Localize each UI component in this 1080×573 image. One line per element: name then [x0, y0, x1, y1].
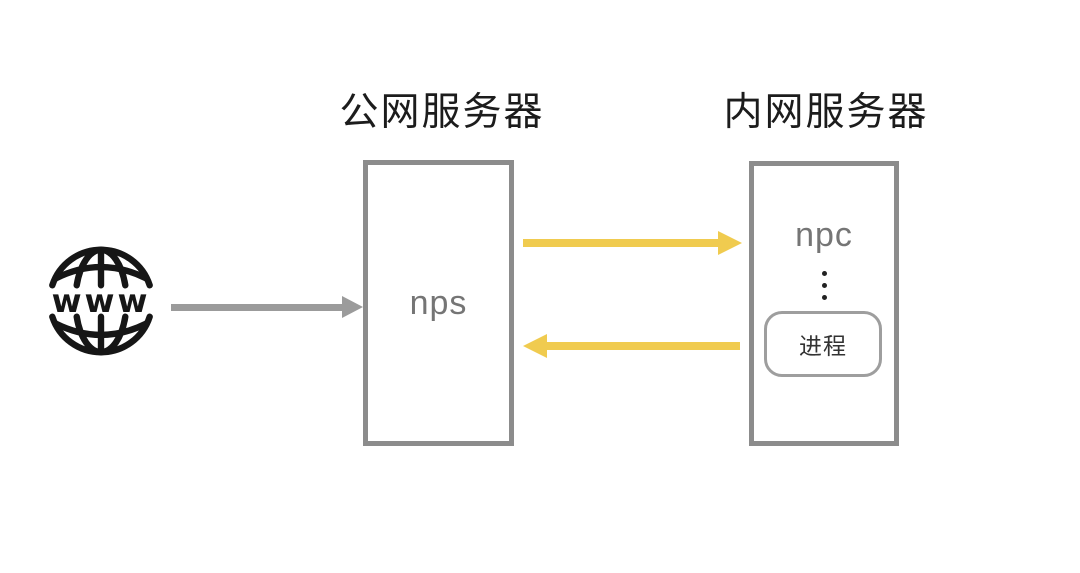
www-globe-icon: www	[49, 246, 153, 356]
npc-to-nps-arrow-shaft	[546, 342, 740, 350]
npc-server-box: npc 进程	[749, 161, 899, 446]
process-label: 进程	[799, 333, 847, 359]
globe-top-latitude	[52, 263, 150, 282]
vertical-ellipsis-dots	[754, 271, 894, 300]
ellipsis-dot	[821, 295, 827, 300]
nps-label: nps	[409, 283, 468, 322]
globe-www-label: www	[52, 282, 151, 320]
nps-server-box: nps	[363, 160, 514, 446]
npc-label: npc	[795, 216, 853, 254]
ellipsis-dot	[821, 283, 827, 288]
private-server-title: 内网服务器	[723, 91, 929, 134]
www-to-nps-arrow-shaft	[171, 304, 343, 311]
globe-right-meridian	[97, 246, 129, 356]
npc-to-nps-arrowhead	[523, 334, 547, 358]
nps-to-npc-arrow-shaft	[523, 239, 719, 247]
globe-bottom-latitude	[52, 320, 150, 339]
www-to-nps-arrowhead	[342, 296, 363, 318]
public-server-title: 公网服务器	[339, 91, 545, 134]
ellipsis-dot	[821, 271, 827, 276]
process-box: 进程	[764, 311, 882, 377]
nps-to-npc-arrowhead	[718, 231, 742, 255]
globe-left-meridian	[73, 246, 105, 356]
